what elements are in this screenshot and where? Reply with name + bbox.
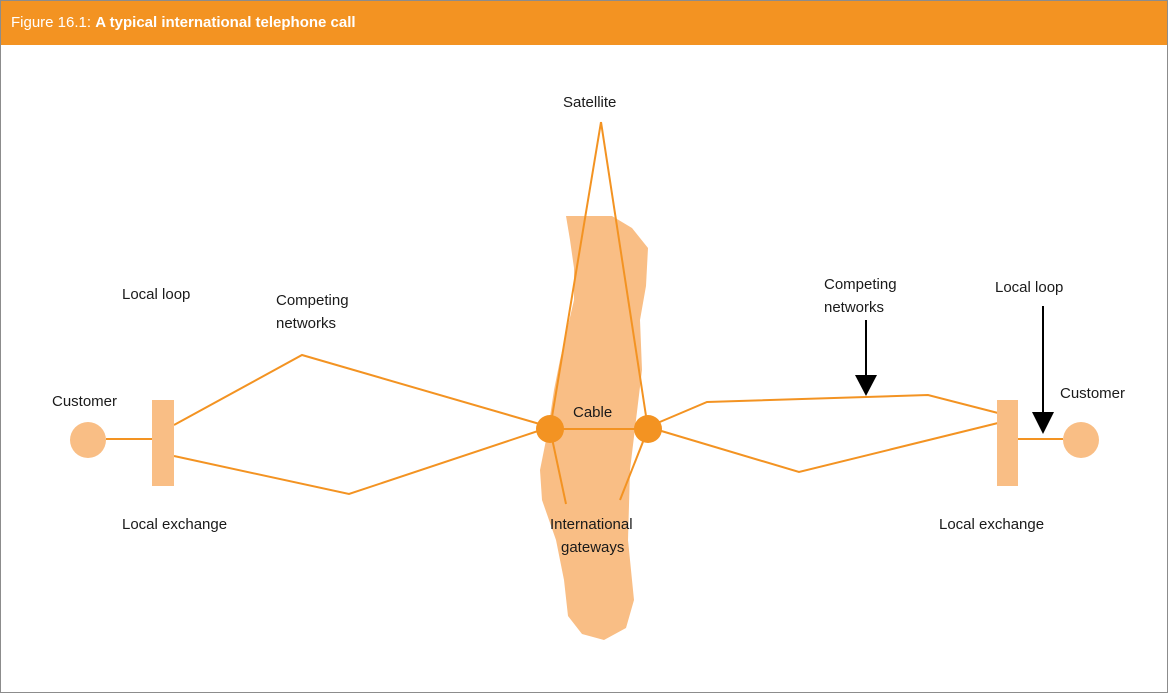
figure-title: A typical international telephone call (95, 14, 356, 31)
right-local-loop-label: Local loop (995, 279, 1063, 296)
right-local-exchange-box (997, 400, 1018, 486)
right-networks (647, 393, 1063, 474)
international-gateways-label-line2: gateways (561, 539, 624, 556)
left-gateway-node (536, 415, 564, 443)
left-local-exchange-label: Local exchange (122, 516, 227, 533)
satellite-links (549, 121, 649, 430)
right-competing-networks-label-line1: Competing (824, 276, 897, 293)
right-competing-arrow-head (855, 375, 877, 396)
figure-caption: Figure 16.1: A typical international tel… (11, 14, 356, 32)
right-customer-node (1063, 422, 1099, 458)
left-customer-node (70, 422, 106, 458)
right-competing-arrow (855, 320, 877, 396)
right-local-exchange-label: Local exchange (939, 516, 1044, 533)
international-gateways-label-line1: International (550, 516, 633, 533)
right-upper-network-line (647, 393, 999, 428)
figure-header: Figure 16.1: A typical international tel… (1, 1, 1167, 45)
right-local-loop-arrow-head (1032, 412, 1054, 434)
left-local-exchange-box (152, 400, 174, 486)
left-local-loop-label: Local loop (122, 286, 190, 303)
cable-label: Cable (573, 404, 612, 421)
left-networks (106, 353, 551, 496)
left-competing-networks-label-line2: networks (276, 315, 336, 332)
satellite-label: Satellite (563, 94, 616, 111)
figure-label: Figure 16.1: (11, 14, 96, 31)
left-competing-networks-label-line1: Competing (276, 292, 349, 309)
left-lower-network-line (173, 426, 551, 496)
left-upper-network-line (173, 353, 551, 428)
right-customer-label: Customer (1060, 385, 1125, 402)
right-gateway-node (634, 415, 662, 443)
satellite-downlink-line (600, 121, 649, 430)
right-local-loop-arrow (1032, 306, 1054, 434)
left-customer-label: Customer (52, 393, 117, 410)
right-lower-network-line (647, 422, 999, 474)
satellite-uplink-line (549, 121, 602, 430)
right-competing-networks-label-line2: networks (824, 299, 884, 316)
